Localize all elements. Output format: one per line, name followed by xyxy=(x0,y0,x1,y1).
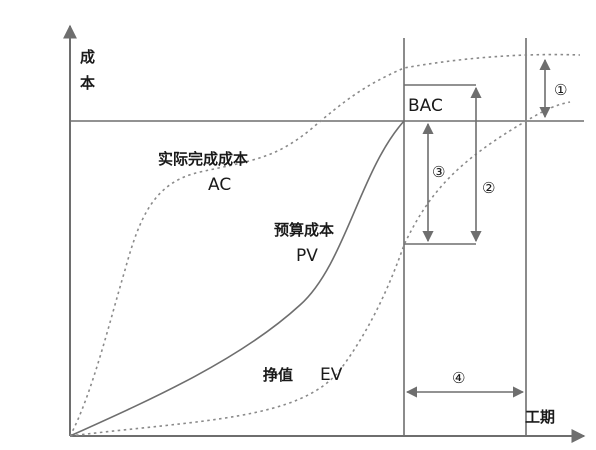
ev-curve xyxy=(69,101,571,437)
ev-label-en: EV xyxy=(320,365,343,385)
bac-label: BAC xyxy=(408,96,443,116)
pv-label-en: PV xyxy=(296,246,318,266)
marker-1: ① xyxy=(554,81,567,99)
x-axis-label: 工期 xyxy=(525,408,555,426)
ac-label-en: AC xyxy=(208,175,231,195)
ac-label-cn: 实际完成成本 xyxy=(158,150,248,168)
y-axis-label-2: 本 xyxy=(80,74,95,92)
pv-label-cn: 预算成本 xyxy=(274,221,334,239)
marker-3: ③ xyxy=(432,163,445,181)
pv-curve xyxy=(69,120,405,437)
marker-4: ④ xyxy=(452,369,465,387)
y-axis-label-1: 成 xyxy=(80,48,95,66)
marker-2: ② xyxy=(482,179,495,197)
ev-label-cn: 挣值 xyxy=(263,366,293,384)
